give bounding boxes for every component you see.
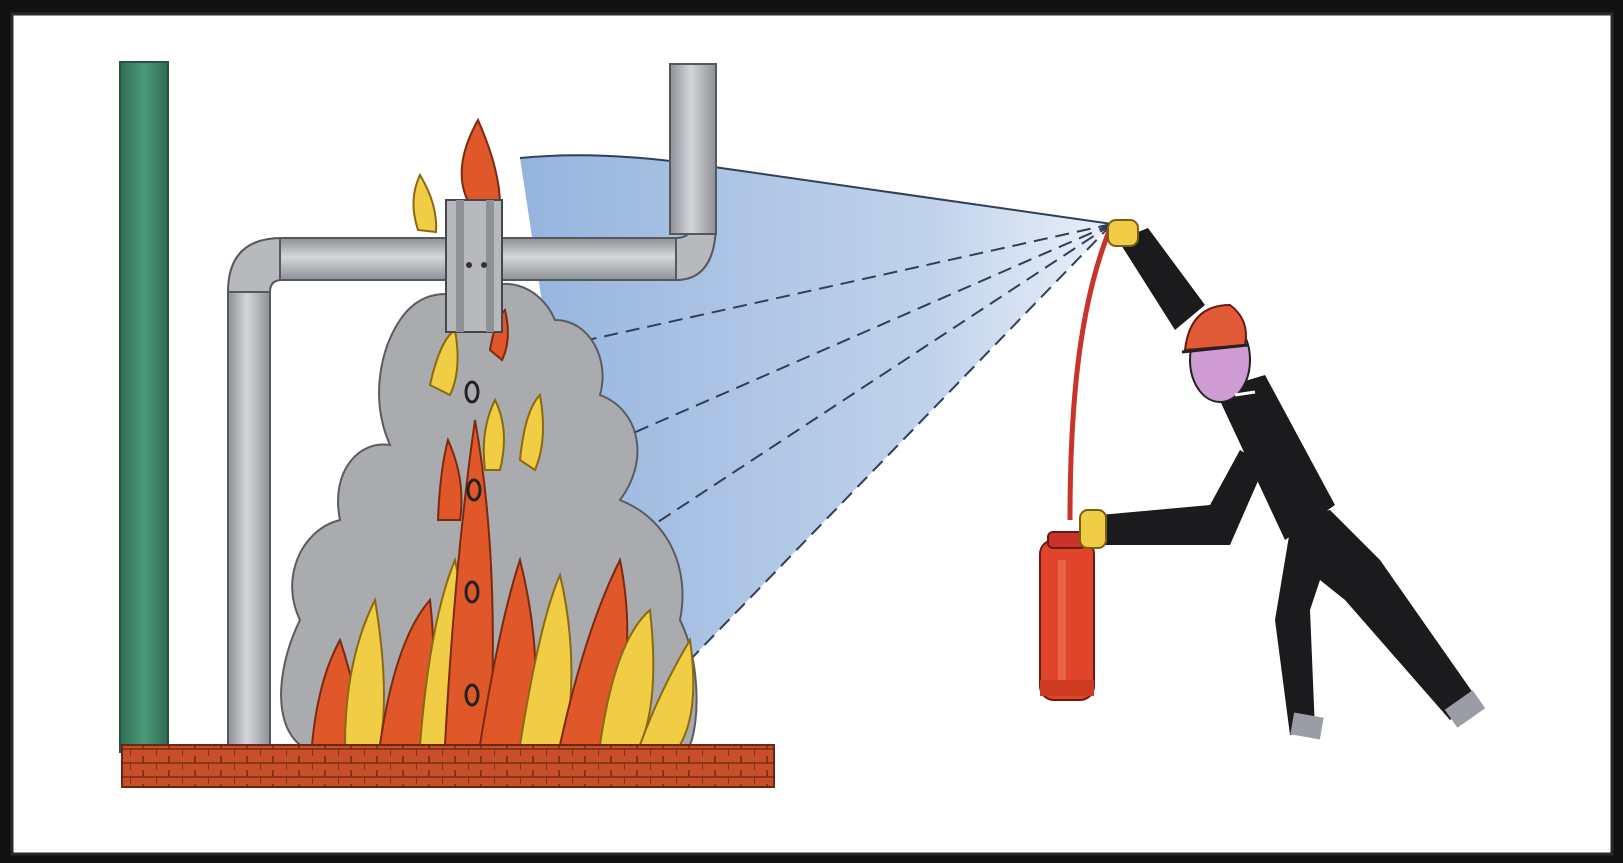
pipe-flange bbox=[446, 200, 502, 332]
brick-floor bbox=[122, 745, 774, 787]
green-pillar bbox=[120, 62, 168, 752]
